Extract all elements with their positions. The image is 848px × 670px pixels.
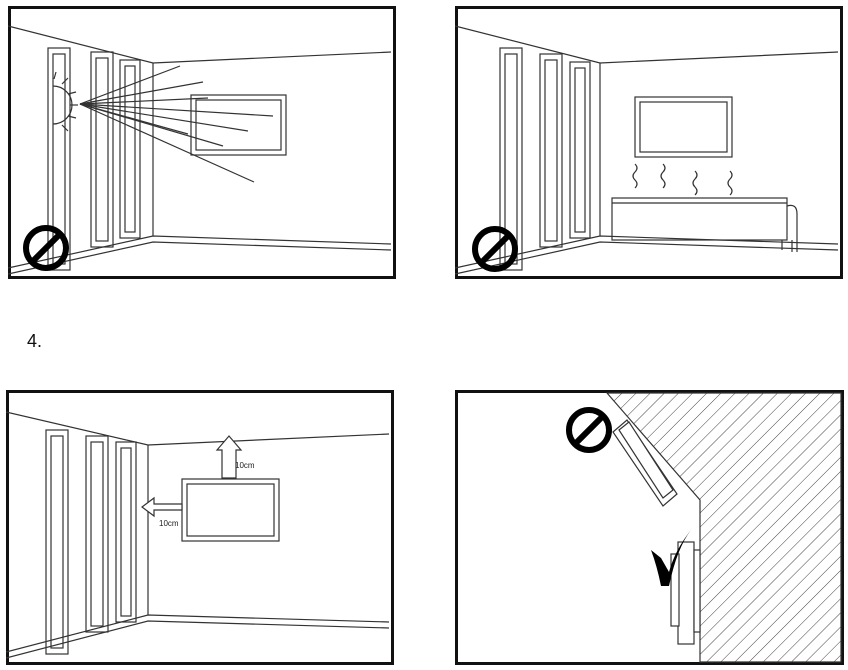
prohibited-icon — [472, 226, 518, 272]
tilt-illustration — [455, 390, 844, 665]
prohibited-icon — [23, 225, 69, 271]
prohibited-icon — [566, 407, 612, 453]
sunlight-illustration — [8, 6, 396, 279]
check-icon — [651, 530, 691, 586]
clearance-illustration: 10cm 10cm — [6, 390, 394, 665]
dimension-top-label: 10cm — [235, 461, 255, 470]
panel-sunlight — [8, 6, 396, 279]
panel-tilt — [455, 390, 844, 665]
step-number: 4. — [27, 331, 43, 351]
panel-clearance: 10cm 10cm — [6, 390, 394, 665]
panel-radiator — [455, 6, 843, 279]
dimension-left-label: 10cm — [159, 519, 179, 528]
radiator-illustration — [455, 6, 843, 279]
